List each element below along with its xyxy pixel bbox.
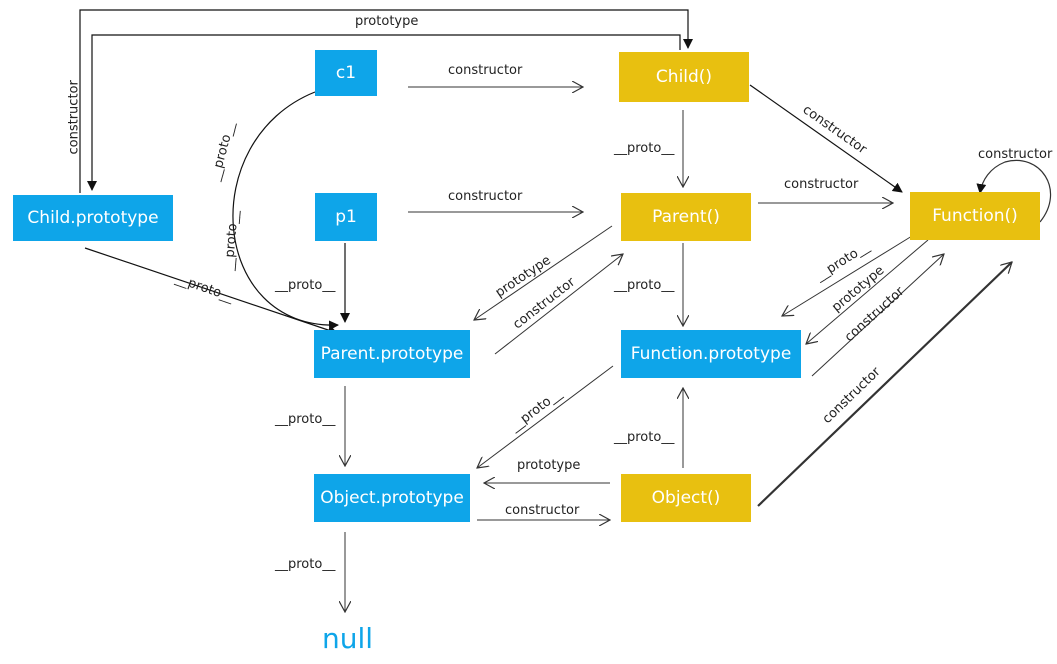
arrow-fnproto-function-constructor <box>811 254 944 377</box>
arrow-object-function-constructor <box>757 262 1012 507</box>
label-child-parent-proto: __proto__ <box>614 141 675 156</box>
node-object-fn: Object() <box>621 474 751 522</box>
label-objproto-object-constructor: constructor <box>505 503 580 518</box>
node-child-fn: Child() <box>619 52 749 102</box>
label-function-self-constructor: constructor <box>978 147 1053 162</box>
label-left-constructor: constructor <box>66 80 82 155</box>
null-label: null <box>322 622 374 655</box>
node-function-fn: Function() <box>910 192 1040 240</box>
arrow-fnproto-objproto-proto <box>477 365 614 468</box>
label-parent-function-constructor: constructor <box>784 177 859 192</box>
arrow-c1-proto-curve <box>232 91 339 331</box>
arrow-parent-prototype <box>474 225 613 320</box>
label-object-objproto-prototype: prototype <box>517 458 581 473</box>
label-object-fnproto-proto: __proto__ <box>614 430 675 445</box>
node-c1: c1 <box>315 50 377 96</box>
label-objproto-null-proto: __proto__ <box>275 557 336 572</box>
node-parent-fn: Parent() <box>621 193 751 241</box>
arrow-function-fnproto-prototype <box>806 239 929 344</box>
node-p1: p1 <box>315 193 377 241</box>
label-c1-constructor: constructor <box>448 63 523 78</box>
arrow-childproto-proto <box>84 247 338 335</box>
label-parentproto-objproto-proto: __proto__ <box>275 412 336 427</box>
label-top-prototype: prototype <box>355 14 419 29</box>
arrow-parentproto-constructor <box>494 254 623 355</box>
arrow-child-function-constructor <box>749 84 903 193</box>
label-p1-constructor: constructor <box>448 189 523 204</box>
label-p1-proto: __proto__ <box>275 278 336 293</box>
node-object-prototype: Object.prototype <box>314 474 470 522</box>
node-child-prototype: Child.prototype <box>13 195 173 241</box>
node-parent-prototype: Parent.prototype <box>314 330 470 378</box>
arrow-child-proto-prototype <box>79 9 693 193</box>
label-parent-fnproto-proto: __proto__ <box>614 278 675 293</box>
node-function-prototype: Function.prototype <box>621 330 801 378</box>
arrow-function-self-loop <box>976 159 1052 223</box>
arrow-child-constructor-loop <box>87 34 681 191</box>
arrow-function-fnproto-proto <box>782 235 913 316</box>
